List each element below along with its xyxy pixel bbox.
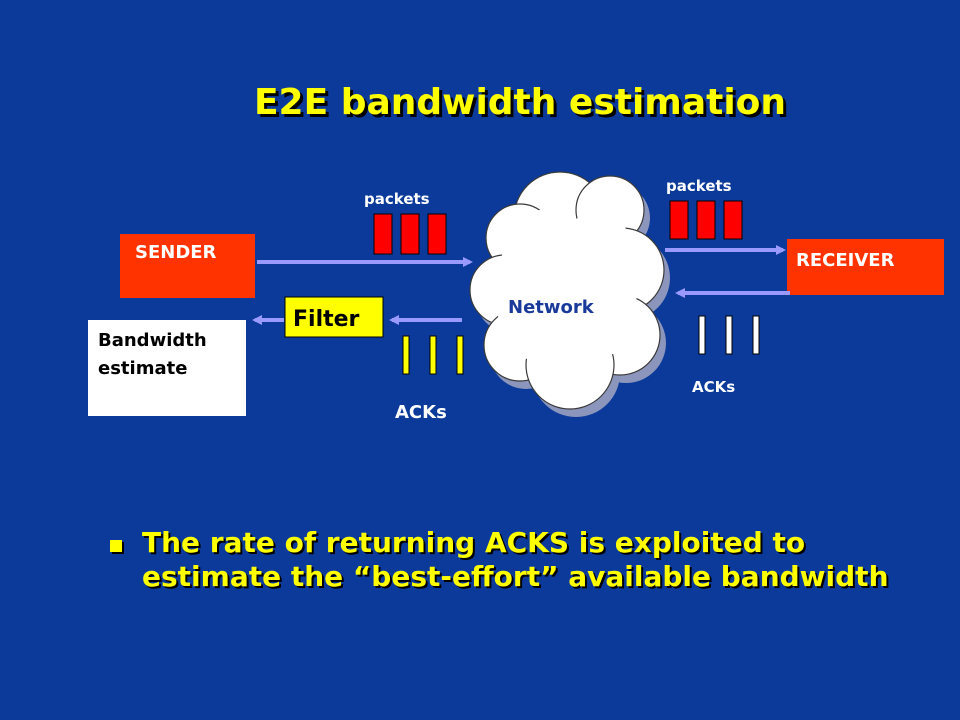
bullet-text: The rate of returning ACKS is exploited …: [142, 526, 889, 593]
receiver-label: RECEIVER: [796, 250, 895, 271]
filter-label: Filter: [293, 307, 360, 332]
bandwidth-estimate-box: [88, 320, 246, 416]
network-label: Network: [508, 297, 595, 318]
packet: [696, 200, 716, 240]
packet: [427, 213, 447, 255]
acks-right-label: ACKs: [692, 378, 735, 396]
ack: [752, 315, 760, 355]
packets-left-label: packets: [364, 190, 430, 208]
bandwidth-estimate-line2: estimate: [98, 358, 187, 379]
slide-title: E2E bandwidth estimation: [253, 82, 787, 123]
network-cloud: [469, 171, 670, 417]
sender-box: [120, 234, 255, 298]
filter-box: [284, 296, 384, 338]
bullet-marker: [110, 540, 122, 552]
ack: [725, 315, 733, 355]
ack: [429, 335, 437, 375]
packet: [723, 200, 743, 240]
sender-label: SENDER: [135, 242, 217, 263]
packets-right-label: packets: [666, 177, 732, 195]
bandwidth-estimate-line1: Bandwidth: [98, 330, 207, 351]
ack: [402, 335, 410, 375]
packet: [669, 200, 689, 240]
ack: [698, 315, 706, 355]
ack: [456, 335, 464, 375]
receiver-box: [787, 239, 944, 295]
packet: [373, 213, 393, 255]
packet: [400, 213, 420, 255]
acks-left-label: ACKs: [395, 402, 447, 423]
